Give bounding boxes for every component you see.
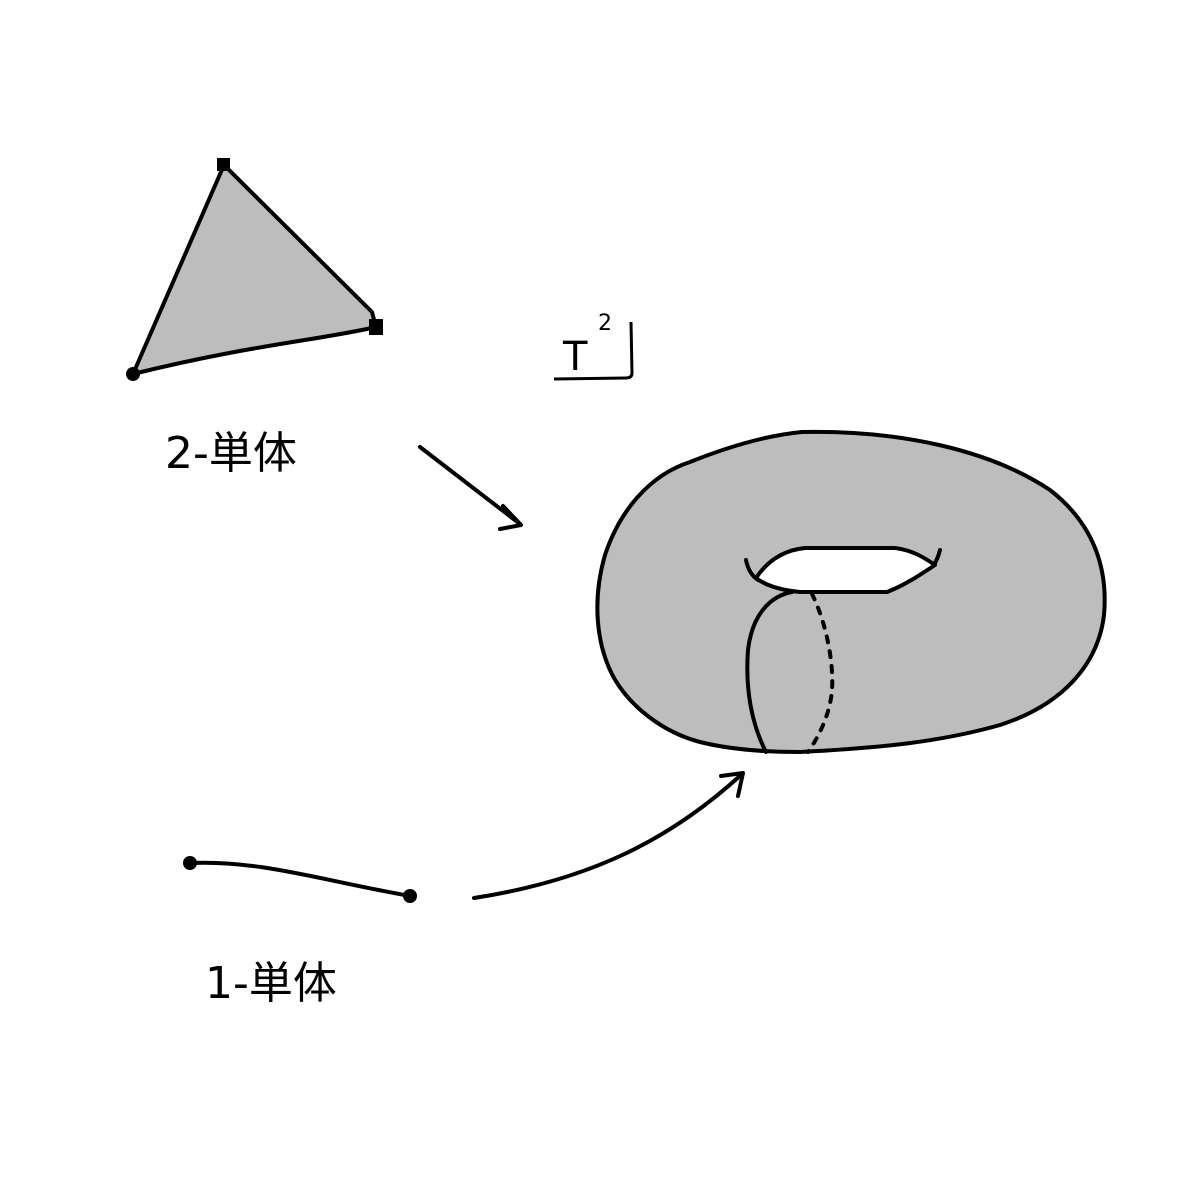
torus-hole-lip-right bbox=[931, 548, 942, 568]
arrow-one-simplex-to-torus bbox=[472, 771, 745, 900]
one-simplex-vertex-right bbox=[403, 889, 417, 903]
arrow-shaft bbox=[472, 772, 744, 900]
two-simplex-vertex-right bbox=[369, 319, 383, 335]
torus-symbol-bracket bbox=[553, 321, 634, 381]
torus-symbol-exponent: 2 bbox=[598, 311, 612, 336]
torus-hole-lip-left bbox=[744, 558, 760, 582]
torus bbox=[595, 429, 1107, 754]
two-simplex-vertex-top bbox=[217, 158, 230, 171]
torus-symbol: T 2 bbox=[553, 311, 634, 381]
torus-meridian-front bbox=[745, 590, 794, 754]
two-simplex-face bbox=[131, 163, 378, 376]
torus-symbol-base: T bbox=[562, 334, 588, 380]
arrow-head bbox=[498, 504, 523, 531]
one-simplex-edge bbox=[188, 860, 412, 898]
one-simplex bbox=[183, 856, 417, 903]
two-simplex-vertex-left bbox=[126, 367, 140, 381]
arrow-shaft bbox=[418, 445, 522, 526]
arrow-head bbox=[719, 771, 745, 798]
one-simplex-vertex-left bbox=[183, 856, 197, 870]
one-simplex-label: 1-単体 bbox=[205, 958, 337, 1009]
two-simplex-label: 2-単体 bbox=[165, 428, 297, 479]
two-simplex bbox=[126, 158, 383, 381]
arrow-two-simplex-to-torus bbox=[418, 445, 523, 531]
